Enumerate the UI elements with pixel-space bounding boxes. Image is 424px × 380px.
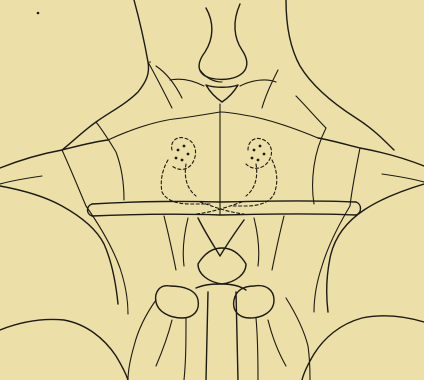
anatomical-line-drawing <box>0 0 424 380</box>
paper-background <box>0 0 424 380</box>
